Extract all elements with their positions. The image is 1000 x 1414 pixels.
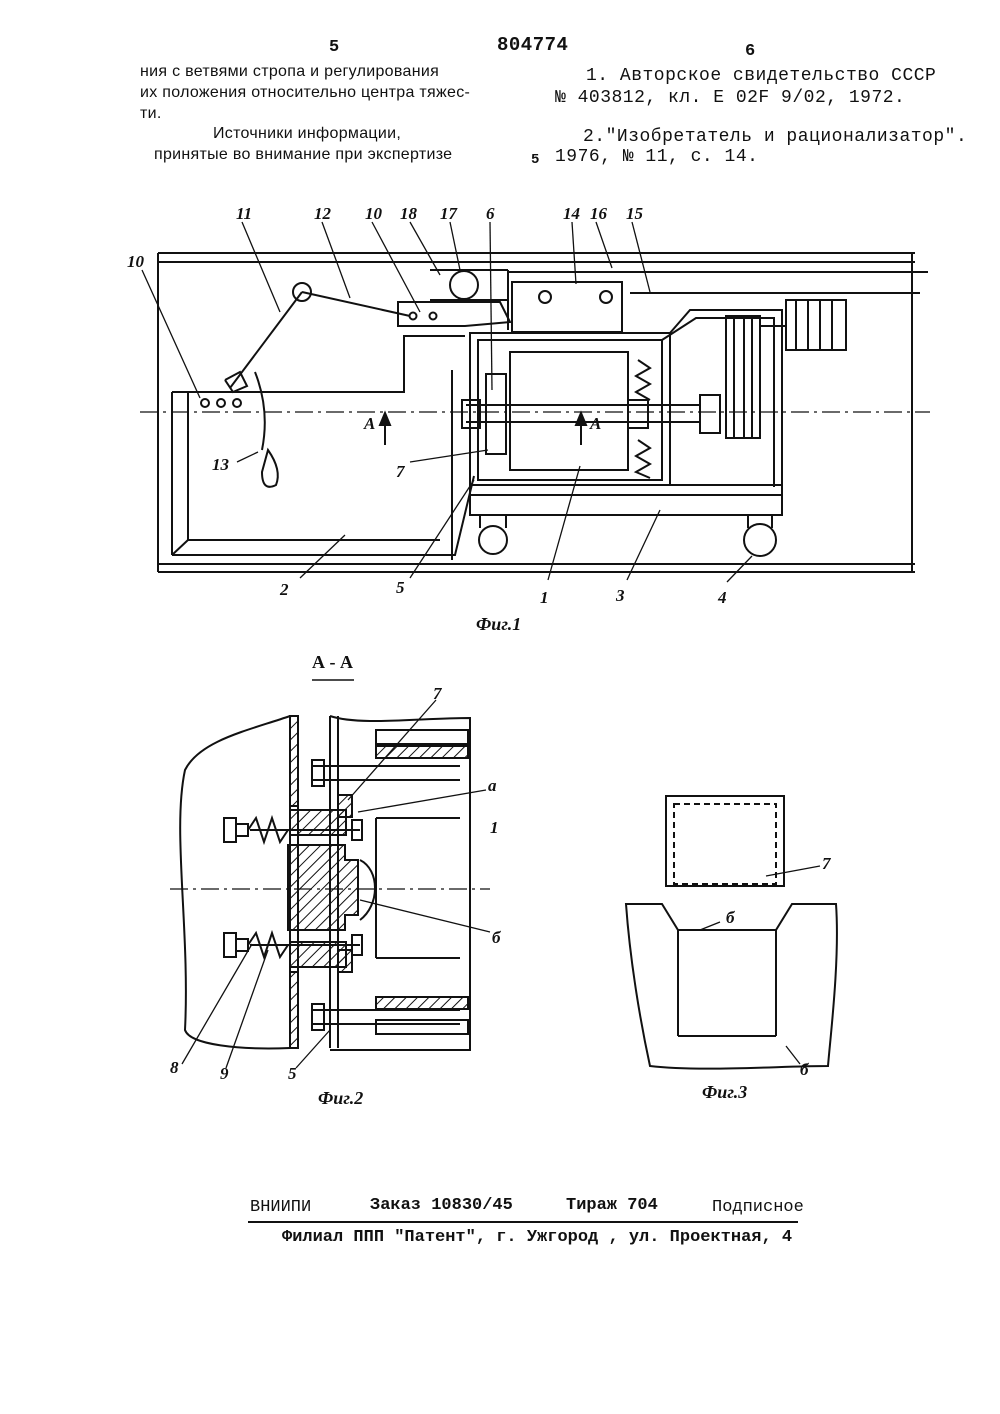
fig1-label-16: 16 (590, 204, 607, 224)
footer-order: Заказ 10830/45 (370, 1196, 513, 1215)
footer-print-run: Тираж 704 (566, 1196, 658, 1215)
footer-branch: Филиал ППП "Патент", г. Ужгород , ул. Пр… (282, 1228, 792, 1247)
fig1-label-4: 4 (718, 588, 727, 608)
fig1-label-6: 6 (486, 204, 495, 224)
fig1-label-18: 18 (400, 204, 417, 224)
fig1-label-3: 3 (616, 586, 625, 606)
fig1-label-1: 1 (540, 588, 549, 608)
section-mark-a-left: А (364, 414, 375, 434)
fig3-label-b-outer: б (800, 1060, 808, 1080)
fig3-label-b-inner: б (726, 908, 734, 928)
fig2-caption: Фиг.2 (318, 1088, 363, 1109)
fig2-label-9: 9 (220, 1064, 229, 1084)
fig1-label-17: 17 (440, 204, 457, 224)
fig2-label-b: б (492, 928, 500, 948)
fig1-label-14: 14 (563, 204, 580, 224)
fig1-label-7: 7 (396, 462, 405, 482)
fig3-caption: Фиг.3 (702, 1082, 747, 1103)
fig2-label-8: 8 (170, 1058, 179, 1078)
footer-org: ВНИИПИ (250, 1198, 311, 1217)
fig1-label-10b: 10 (365, 204, 382, 224)
fig2-section-title: А - А (312, 652, 353, 673)
fig1-caption: Фиг.1 (476, 614, 521, 635)
fig3-label-7: 7 (822, 854, 831, 874)
footer-subscription: Подписное (712, 1198, 804, 1217)
fig1-label-5: 5 (396, 578, 405, 598)
fig1-label-13: 13 (212, 455, 229, 475)
fig2-label-7: 7 (433, 684, 442, 704)
fig1-label-12: 12 (314, 204, 331, 224)
fig1-label-11: 11 (236, 204, 252, 224)
footer-divider (248, 1221, 798, 1223)
fig1-label-10a: 10 (127, 252, 144, 272)
fig1-label-2: 2 (280, 580, 289, 600)
fig2-label-1: 1 (490, 818, 499, 838)
fig2-label-a: а (488, 776, 497, 796)
section-mark-a-right: А (590, 414, 601, 434)
fig1-label-15: 15 (626, 204, 643, 224)
fig2-label-5: 5 (288, 1064, 297, 1084)
